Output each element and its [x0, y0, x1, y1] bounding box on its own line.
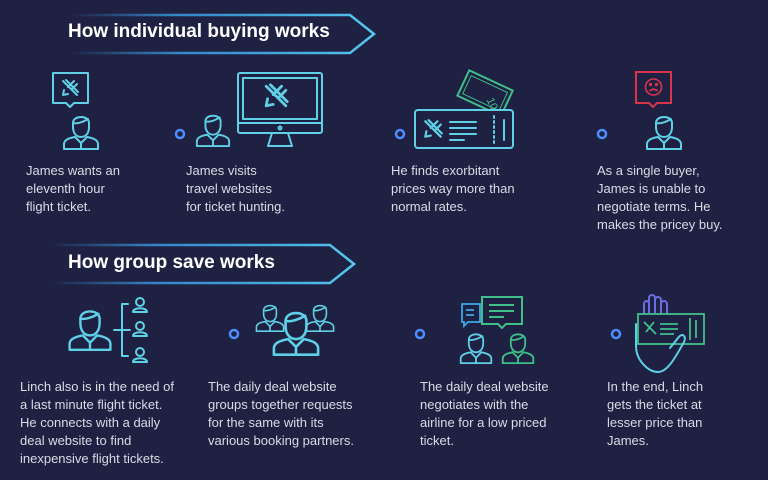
sad-person-icon — [635, 71, 682, 150]
negotiation-icon — [459, 296, 535, 364]
ticket-with-money-icon: 100 — [414, 68, 515, 149]
connector-line — [112, 128, 186, 140]
connector-line — [352, 328, 426, 340]
section-banner-individual — [70, 13, 377, 55]
section-banner-group — [50, 243, 357, 285]
connector-line — [166, 328, 240, 340]
person-at-monitor-icon — [195, 72, 323, 148]
person-network-icon — [68, 297, 148, 363]
hand-ticket-icon — [635, 294, 705, 374]
section-title-group: How group save works — [68, 252, 275, 273]
connector-line — [548, 328, 622, 340]
connector-line — [534, 128, 608, 140]
group-icon — [255, 304, 335, 357]
section-title-individual: How individual buying works — [68, 21, 330, 42]
person-with-flight-bubble-icon — [52, 72, 99, 150]
connector-line — [332, 128, 406, 140]
